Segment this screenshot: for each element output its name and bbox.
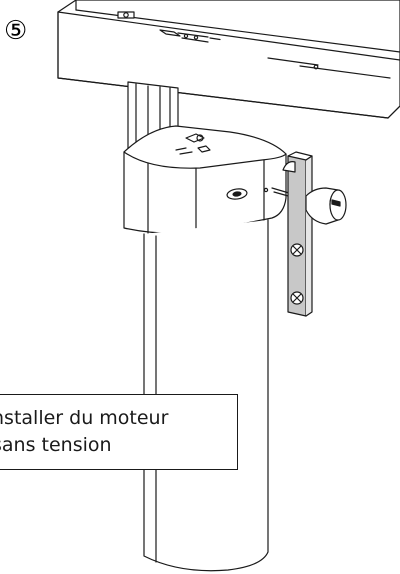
wall-plate <box>282 151 313 317</box>
motor-head <box>123 125 287 234</box>
caption-box: nstaller du moteur sans tension <box>0 394 238 470</box>
caption-line-2: sans tension <box>0 434 112 456</box>
step-number: ⑤ <box>4 16 28 46</box>
lock-cylinder <box>305 187 347 225</box>
ceiling-rail <box>57 0 400 119</box>
caption-line-1: nstaller du moteur <box>0 407 169 429</box>
